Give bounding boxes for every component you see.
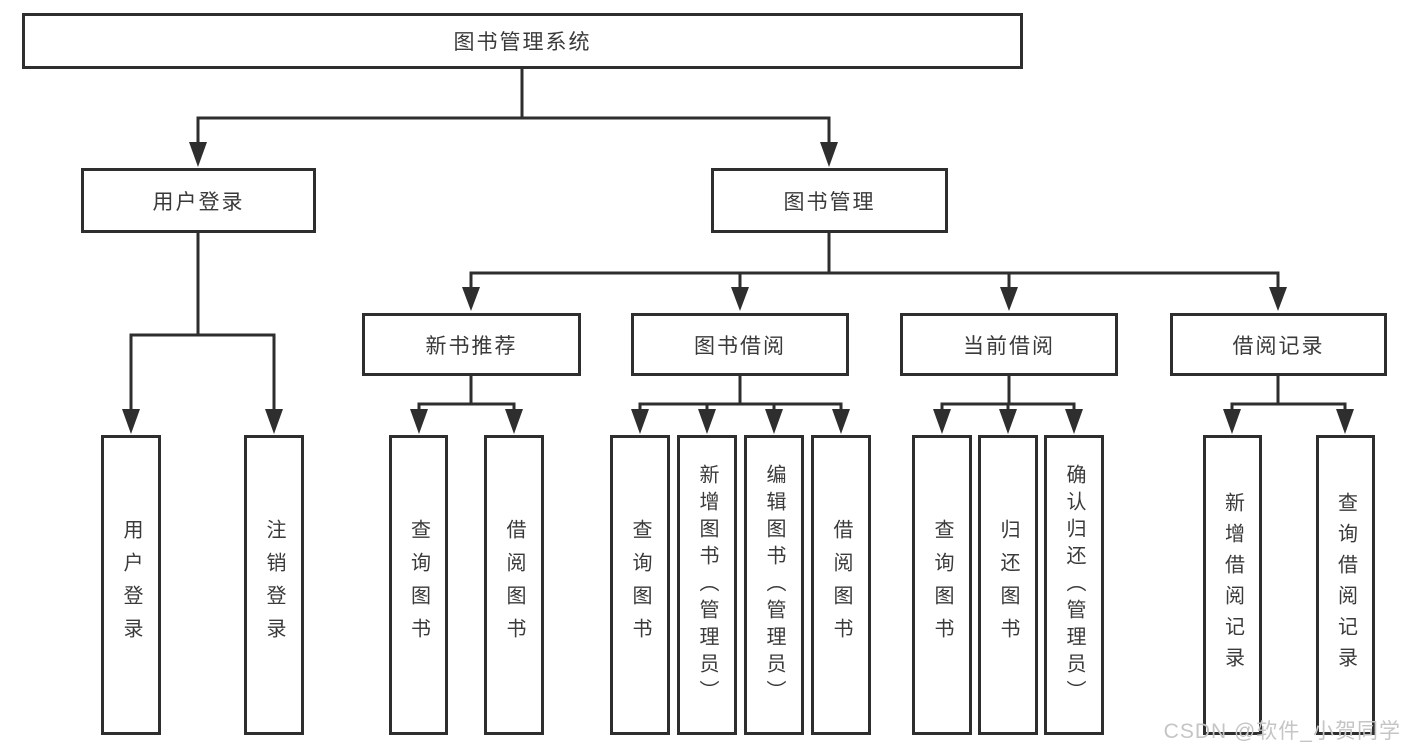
leaf-query-books-recommend: 查询图书	[389, 435, 448, 735]
leaf-borrow-books-recommend: 借阅图书	[484, 435, 544, 735]
leaf-label: 注销登录	[263, 519, 285, 651]
node-label: 用户登录	[152, 190, 245, 214]
node-borrowing-records: 借阅记录	[1170, 313, 1387, 376]
leaf-return-books: 归还图书	[978, 435, 1038, 735]
leaf-label: 借阅图书	[503, 519, 525, 651]
leaf-label: 用户登录	[120, 519, 142, 651]
leaf-user-login: 用户登录	[101, 435, 161, 735]
node-user-login-branch: 用户登录	[81, 168, 316, 233]
leaf-label: 新增图书（管理员）	[696, 463, 718, 707]
node-label: 借阅记录	[1232, 334, 1325, 358]
node-label: 图书借阅	[694, 334, 786, 358]
leaf-query-books-borrowing: 查询图书	[610, 435, 670, 735]
leaf-label: 查询图书	[629, 519, 651, 651]
node-label: 新书推荐	[425, 334, 518, 358]
node-book-borrowing: 图书借阅	[631, 313, 849, 376]
leaf-label: 归还图书	[997, 519, 1019, 651]
node-root-label: 图书管理系统	[453, 31, 592, 54]
node-book-management-branch: 图书管理	[711, 168, 948, 233]
node-label: 当前借阅	[963, 334, 1055, 358]
leaf-confirm-return-admin: 确认归还（管理员）	[1044, 435, 1104, 735]
leaf-label: 新增借阅记录	[1221, 492, 1244, 678]
leaf-logout: 注销登录	[244, 435, 304, 735]
leaf-label: 查询借阅记录	[1334, 492, 1357, 678]
leaf-query-books-current: 查询图书	[912, 435, 972, 735]
leaf-label: 确认归还（管理员）	[1063, 463, 1085, 707]
leaf-query-borrow-record: 查询借阅记录	[1316, 435, 1375, 735]
leaf-label: 查询图书	[931, 519, 953, 651]
node-root: 图书管理系统	[22, 13, 1023, 69]
leaf-edit-book-admin: 编辑图书（管理员）	[744, 435, 804, 735]
leaf-add-borrow-record: 新增借阅记录	[1203, 435, 1262, 735]
node-label: 图书管理	[783, 190, 876, 214]
leaf-borrow-books-borrowing: 借阅图书	[811, 435, 871, 735]
leaf-label: 查询图书	[407, 519, 430, 651]
leaf-label: 借阅图书	[830, 519, 852, 651]
node-new-book-recommendation: 新书推荐	[362, 313, 581, 376]
leaf-label: 编辑图书（管理员）	[763, 463, 785, 707]
node-current-borrowing: 当前借阅	[900, 313, 1118, 376]
leaf-add-book-admin: 新增图书（管理员）	[677, 435, 737, 735]
csdn-watermark: CSDN @软件_小贺同学	[1163, 720, 1401, 743]
